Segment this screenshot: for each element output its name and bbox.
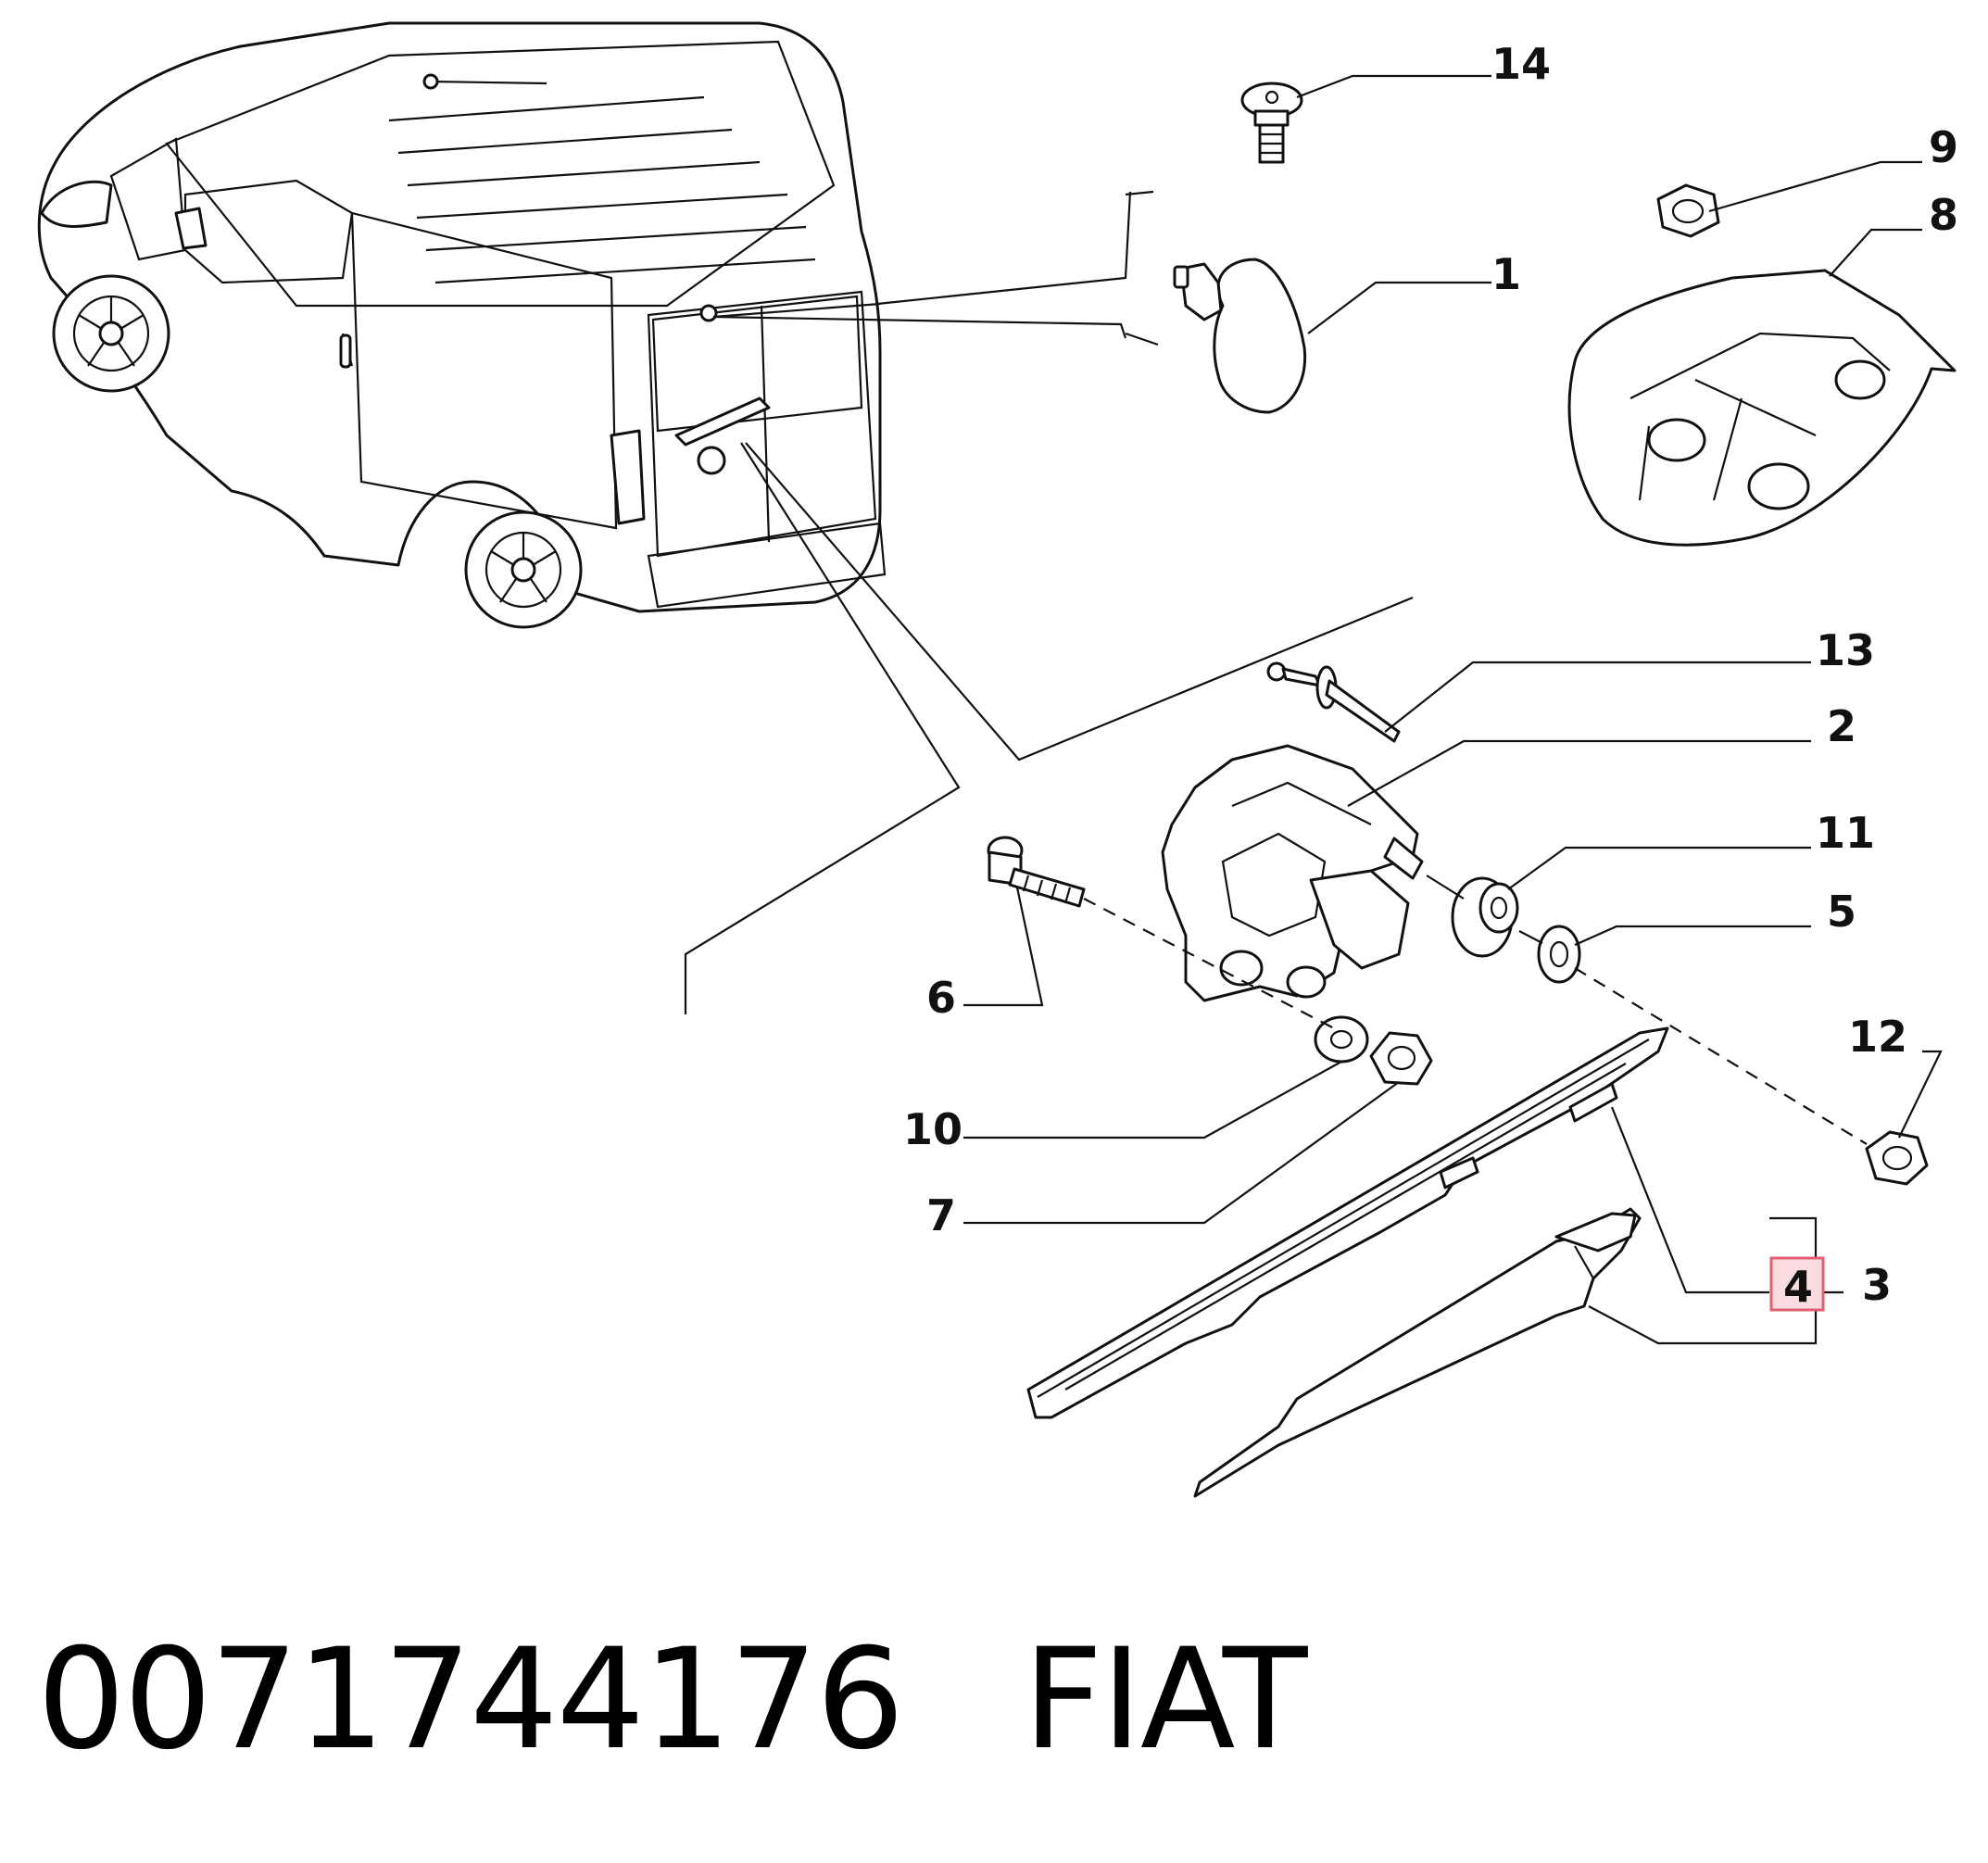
callout-14: 14 bbox=[1491, 39, 1551, 89]
assembly-axis-short bbox=[1426, 875, 1543, 944]
callout-7: 7 bbox=[926, 1190, 956, 1240]
callout-9: 9 bbox=[1929, 122, 1958, 172]
callout-leader-lines bbox=[963, 74, 1943, 1345]
assembly-axis-line-2 bbox=[1574, 967, 1868, 1145]
callout-2: 2 bbox=[1827, 701, 1856, 751]
part-3-wiper-arm bbox=[1193, 1207, 1642, 1498]
vehicle-drawing bbox=[37, 21, 887, 629]
part-number: 0071744176 bbox=[37, 1619, 904, 1781]
part-2-wiper-motor bbox=[1161, 744, 1424, 1002]
part-1-washer-nozzle bbox=[1173, 258, 1307, 414]
part-8-cover bbox=[1567, 269, 1957, 547]
callout-3: 3 bbox=[1862, 1260, 1892, 1310]
callout-4-highlight bbox=[1769, 1256, 1825, 1312]
part-6-bolt bbox=[987, 836, 1086, 908]
part-4-wiper-blade bbox=[1026, 1026, 1669, 1419]
part-5-washer bbox=[1537, 925, 1581, 984]
part-14-screw bbox=[1240, 82, 1303, 164]
callout-6: 6 bbox=[926, 973, 956, 1023]
callout-13: 13 bbox=[1816, 625, 1875, 675]
callout-8: 8 bbox=[1929, 190, 1958, 240]
part-12-nut bbox=[1865, 1130, 1929, 1186]
part-10-washer bbox=[1314, 1015, 1369, 1064]
part-11-grommet bbox=[1451, 876, 1519, 958]
callout-11: 11 bbox=[1816, 808, 1875, 858]
assembly-axis-line bbox=[1083, 898, 1335, 1029]
brand-name: FIAT bbox=[1023, 1619, 1307, 1781]
callout-4: 4 bbox=[1783, 1262, 1813, 1312]
part-13-pin bbox=[1266, 661, 1401, 743]
detail-pointer-lines bbox=[684, 190, 1414, 1014]
callout-10: 10 bbox=[903, 1104, 963, 1154]
callout-5: 5 bbox=[1827, 887, 1856, 937]
part-caption: 0071744176 FIAT bbox=[37, 1619, 1307, 1781]
callout-12: 12 bbox=[1848, 1012, 1907, 1062]
part-9-nut bbox=[1656, 183, 1720, 238]
callout-1: 1 bbox=[1491, 249, 1521, 299]
part-7-nut bbox=[1369, 1031, 1433, 1086]
callout-labels: 14 1 9 8 13 2 11 5 12 6 10 7 4 3 bbox=[903, 39, 1958, 1312]
